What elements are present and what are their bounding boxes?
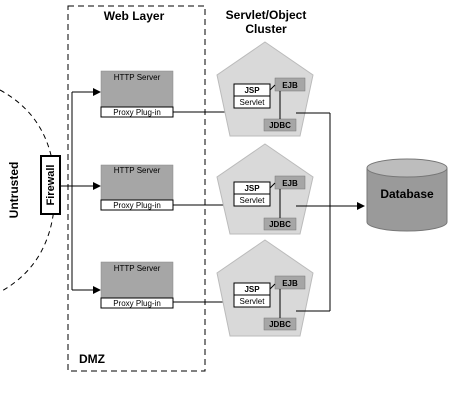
http-server-1: HTTP Server Proxy Plug-in (100, 70, 174, 118)
servlet-label: Servlet (240, 297, 266, 306)
proxy-plugin-label: Proxy Plug-in (113, 201, 161, 210)
jsp-label: JSP (244, 86, 260, 95)
jsp-label: JSP (244, 285, 260, 294)
firewall-label: Firewall (45, 165, 57, 206)
cluster-title-line1: Servlet/Object (226, 8, 307, 22)
proxy-plugin-label: Proxy Plug-in (113, 108, 161, 117)
jdbc-label: JDBC (269, 220, 291, 229)
cluster-node-3: JSP Servlet EJB JDBC (216, 239, 314, 337)
proxy-plugin-label: Proxy Plug-in (113, 299, 161, 308)
dmz-boundary (67, 5, 206, 372)
web-layer-title: Web Layer (104, 9, 165, 23)
dmz-label: DMZ (79, 352, 105, 366)
http-server-3: HTTP Server Proxy Plug-in (100, 261, 174, 309)
ejb-label: EJB (282, 179, 298, 188)
ejb-label: EJB (282, 81, 298, 90)
untrusted-label: Untrusted (7, 162, 21, 219)
servlet-label: Servlet (240, 196, 266, 205)
cluster-node-1: JSP Servlet EJB JDBC (216, 41, 314, 137)
firewall-box (40, 155, 61, 215)
servlet-label: Servlet (240, 98, 266, 107)
ejb-label: EJB (282, 279, 298, 288)
database-label: Database (380, 187, 434, 201)
cluster-node-2: JSP Servlet EJB JDBC (216, 143, 314, 235)
http-server-label: HTTP Server (114, 264, 161, 273)
http-server-label: HTTP Server (114, 166, 161, 175)
jsp-label: JSP (244, 184, 260, 193)
http-server-label: HTTP Server (114, 73, 161, 82)
jdbc-label: JDBC (269, 320, 291, 329)
cluster-title-line2: Cluster (245, 22, 287, 36)
database-cylinder: Database (366, 158, 448, 232)
http-server-2: HTTP Server Proxy Plug-in (100, 164, 174, 211)
jdbc-label: JDBC (269, 121, 291, 130)
